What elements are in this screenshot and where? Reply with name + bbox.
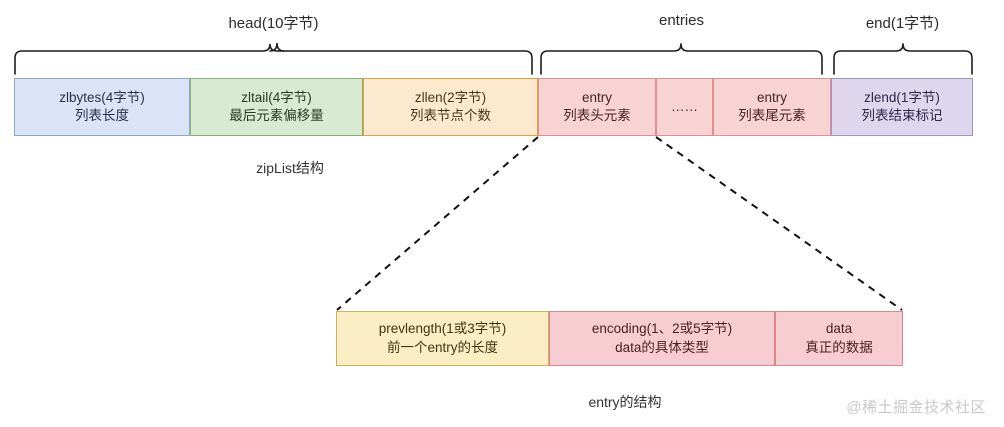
segment-line1: entry [581,89,612,105]
segment-line1: zlbytes(4字节) [59,89,145,105]
ziplist-segment-entry-tail[interactable]: entry 列表尾元素 [713,78,831,136]
segment-line2: 前一个entry的长度 [386,339,498,355]
segment-line1: prevlength(1或3字节) [378,321,507,337]
brace-head-tip [269,42,285,52]
segment-line2: 列表结束标记 [861,108,943,123]
brace-label-entries: entries [658,12,705,29]
segment-line2: data的具体类型 [615,339,709,355]
segment-line2: 列表尾元素 [738,108,806,123]
ziplist-segment-entry-ellipsis[interactable]: …… [656,78,713,136]
segment-line2: 列表长度 [75,108,129,123]
segment-line1: zltail(4字节) [241,89,312,105]
ziplist-caption: zipList结构 [256,160,324,176]
segment-line1: data [825,321,853,337]
brace-label-end: end(1字节) [865,15,940,32]
brace-label-head: head(10字节) [228,15,319,32]
brace-entries-path [540,43,682,75]
segment-line2: 列表头元素 [563,108,631,123]
entry-caption: entry的结构 [588,394,662,410]
watermark: @稀土掘金技术社区 [846,399,986,416]
connector-right-dashed [655,136,903,311]
entry-segment-prevlength[interactable]: prevlength(1或3字节) 前一个entry的长度 [336,311,549,366]
segment-line2: 最后元素偏移量 [229,108,324,123]
segment-line1: zllen(2字节) [414,89,487,105]
segment-line1: …… [671,98,698,114]
segment-line1: zlend(1字节) [864,89,940,105]
brace-end-path2 [902,43,973,75]
ziplist-segment-zlend[interactable]: zlend(1字节) 列表结束标记 [831,78,973,136]
ziplist-segment-entry-head[interactable]: entry 列表头元素 [538,78,656,136]
entry-segment-data[interactable]: data 真正的数据 [775,311,903,366]
ziplist-segment-zltail[interactable]: zltail(4字节) 最后元素偏移量 [190,78,363,136]
segment-line1: entry [756,89,787,105]
ziplist-segment-zllen[interactable]: zllen(2字节) 列表节点个数 [363,78,538,136]
segment-line2: 真正的数据 [805,339,873,355]
brace-head-path [14,43,533,75]
ziplist-segment-zlbytes[interactable]: zlbytes(4字节) 列表长度 [14,78,190,136]
segment-line2: 列表节点个数 [410,108,491,123]
entry-segment-encoding[interactable]: encoding(1、2或5字节) data的具体类型 [549,311,775,366]
segment-line1: encoding(1、2或5字节) [591,321,733,337]
brace-entries-path2 [680,43,823,75]
brace-end-path [833,43,904,75]
